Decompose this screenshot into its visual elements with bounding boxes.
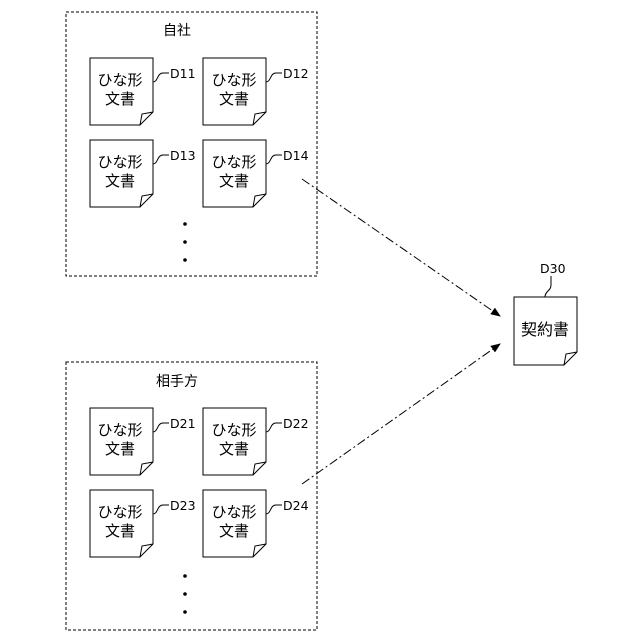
group-own: 自社 ひな形 文書 D11 ひな形 文書 D12 ひな形 文書 D13 — [66, 12, 317, 276]
template-document-d22: ひな形 文書 D22 — [203, 408, 309, 475]
document-label-line2: 文書 — [105, 90, 135, 108]
document-label-line2: 文書 — [219, 522, 249, 540]
reference-label: D30 — [540, 261, 566, 276]
reference-label: D22 — [283, 416, 309, 431]
document-label-line1: ひな形 — [211, 421, 256, 439]
leader-line — [153, 505, 169, 514]
template-document-d12: ひな形 文書 D12 — [203, 58, 309, 125]
leader-line — [153, 155, 169, 164]
document-label-line1: ひな形 — [97, 71, 142, 89]
template-document-d21: ひな形 文書 D21 — [90, 408, 196, 475]
contract-document-d30: 契約書 D30 — [514, 261, 577, 365]
leader-line — [266, 73, 282, 82]
leader-line — [266, 155, 282, 164]
leader-line — [153, 423, 169, 432]
document-label-line1: ひな形 — [211, 503, 256, 521]
document-label-line1: ひな形 — [211, 153, 256, 171]
template-document-d11: ひな形 文書 D11 — [90, 58, 196, 125]
more-documents-ellipsis — [183, 222, 187, 262]
document-label-line2: 文書 — [219, 440, 249, 458]
arrow-d24-to-d30 — [302, 344, 500, 484]
template-document-d24: ひな形 文書 D24 — [203, 490, 309, 557]
reference-label: D24 — [283, 498, 309, 513]
arrow-d14-to-d30 — [302, 179, 500, 316]
group-partner-title: 相手方 — [156, 374, 198, 390]
document-label-line1: ひな形 — [97, 503, 142, 521]
template-document-d14: ひな形 文書 D14 — [203, 140, 309, 207]
contract-label: 契約書 — [521, 320, 569, 339]
document-label-line2: 文書 — [219, 172, 249, 190]
document-label-line1: ひな形 — [97, 421, 142, 439]
reference-label: D14 — [283, 148, 309, 163]
reference-label: D11 — [170, 66, 196, 81]
document-label-line1: ひな形 — [211, 71, 256, 89]
document-label-line2: 文書 — [105, 172, 135, 190]
reference-label: D23 — [170, 498, 196, 513]
group-own-title: 自社 — [163, 23, 191, 39]
leader-line — [153, 73, 169, 82]
more-documents-ellipsis — [183, 574, 187, 614]
reference-label: D12 — [283, 66, 309, 81]
leader-line — [266, 423, 282, 432]
document-label-line1: ひな形 — [97, 153, 142, 171]
template-document-d13: ひな形 文書 D13 — [90, 140, 196, 207]
reference-label: D21 — [170, 416, 196, 431]
document-label-line2: 文書 — [105, 440, 135, 458]
document-label-line2: 文書 — [105, 522, 135, 540]
template-document-d23: ひな形 文書 D23 — [90, 490, 196, 557]
reference-label: D13 — [170, 148, 196, 163]
leader-line — [266, 505, 282, 514]
leader-line — [545, 276, 551, 297]
group-partner: 相手方 ひな形 文書 D21 ひな形 文書 D22 ひな形 文書 D23 — [66, 362, 317, 630]
document-label-line2: 文書 — [219, 90, 249, 108]
